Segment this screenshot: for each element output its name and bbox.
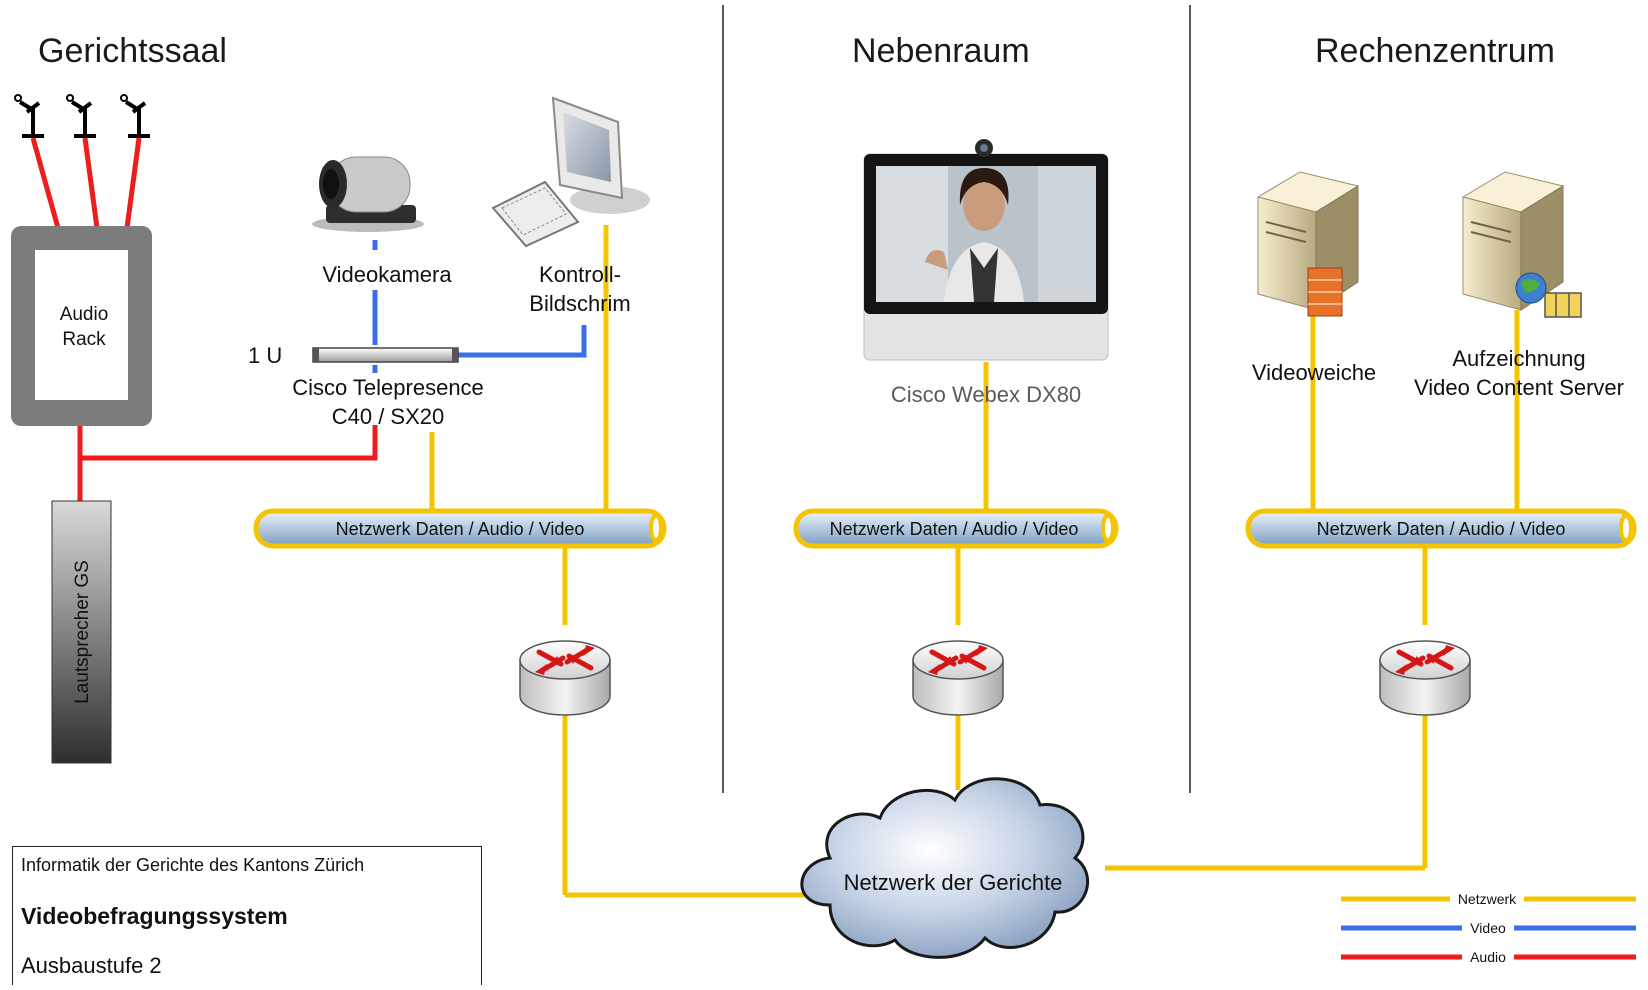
network-pipe-datacenter: Netzwerk Daten / Audio / Video [1245,508,1637,549]
router-icon [519,640,611,716]
recording-label-line1: Aufzeichnung [1452,346,1585,371]
legend-label: Video [1470,920,1506,936]
audio-rack-label-line1: Audio [60,304,109,325]
legend-item-audio: Audio [1341,948,1636,966]
router-icon [912,640,1004,716]
network-wires [429,225,1520,898]
info-box: Informatik der Gerichte des Kantons Züri… [12,846,482,985]
control-screen-label-line2: Bildschrim [529,291,630,316]
video-camera-label: Videokamera [322,262,452,287]
legend: Netzwerk Video Audio [1341,890,1636,966]
info-title: Videobefragungssystem [21,903,288,929]
speaker: Lautsprecher GS [51,500,112,764]
recording-label-line2: Video Content Server [1414,375,1624,400]
video-camera-icon [312,156,424,232]
server-icon [1461,171,1582,318]
codec-rack-unit [312,347,459,363]
cloud-label: Netzwerk der Gerichte [844,870,1063,895]
rack-unit-label: 1 U [248,343,282,368]
video-switch-label: Videoweiche [1252,360,1376,385]
legend-label: Netzwerk [1458,891,1517,907]
audio-wires [30,137,378,502]
legend-item-network: Netzwerk [1341,890,1636,908]
section-title-courtroom: Gerichtssaal [38,32,227,70]
webex-label: Cisco Webex DX80 [891,382,1081,407]
webex-monitor-icon [863,139,1109,361]
audio-rack-label-line2: Rack [62,329,106,350]
server-icon [1256,171,1360,317]
computer-monitor-icon [491,96,650,248]
network-pipe-label: Netzwerk Daten / Audio / Video [1317,519,1566,539]
microphone-icon [66,94,96,138]
router-icon [1379,640,1471,716]
legend-item-video: Video [1341,919,1636,937]
legend-label: Audio [1470,949,1506,965]
network-pipe-courtroom: Netzwerk Daten / Audio / Video [253,508,667,549]
info-organization: Informatik der Gerichte des Kantons Züri… [21,855,365,875]
section-title-datacenter: Rechenzentrum [1315,32,1555,70]
speaker-label: Lautsprecher GS [72,560,93,704]
codec-label-line1: Cisco Telepresence [292,375,484,400]
info-stage: Ausbaustufe 2 [21,953,162,978]
codec-label-line2: C40 / SX20 [332,404,445,429]
microphone-icon [14,94,44,138]
network-pipe-side-room: Netzwerk Daten / Audio / Video [793,508,1119,549]
section-title-side-room: Nebenraum [852,32,1030,70]
network-pipe-label: Netzwerk Daten / Audio / Video [830,519,1079,539]
control-screen-label-line1: Kontroll- [539,262,621,287]
cloud-icon: Netzwerk der Gerichte [800,777,1090,959]
video-wires [372,240,587,373]
audio-rack: Audio Rack [11,226,152,426]
microphone-icon [120,94,150,138]
network-pipe-label: Netzwerk Daten / Audio / Video [336,519,585,539]
